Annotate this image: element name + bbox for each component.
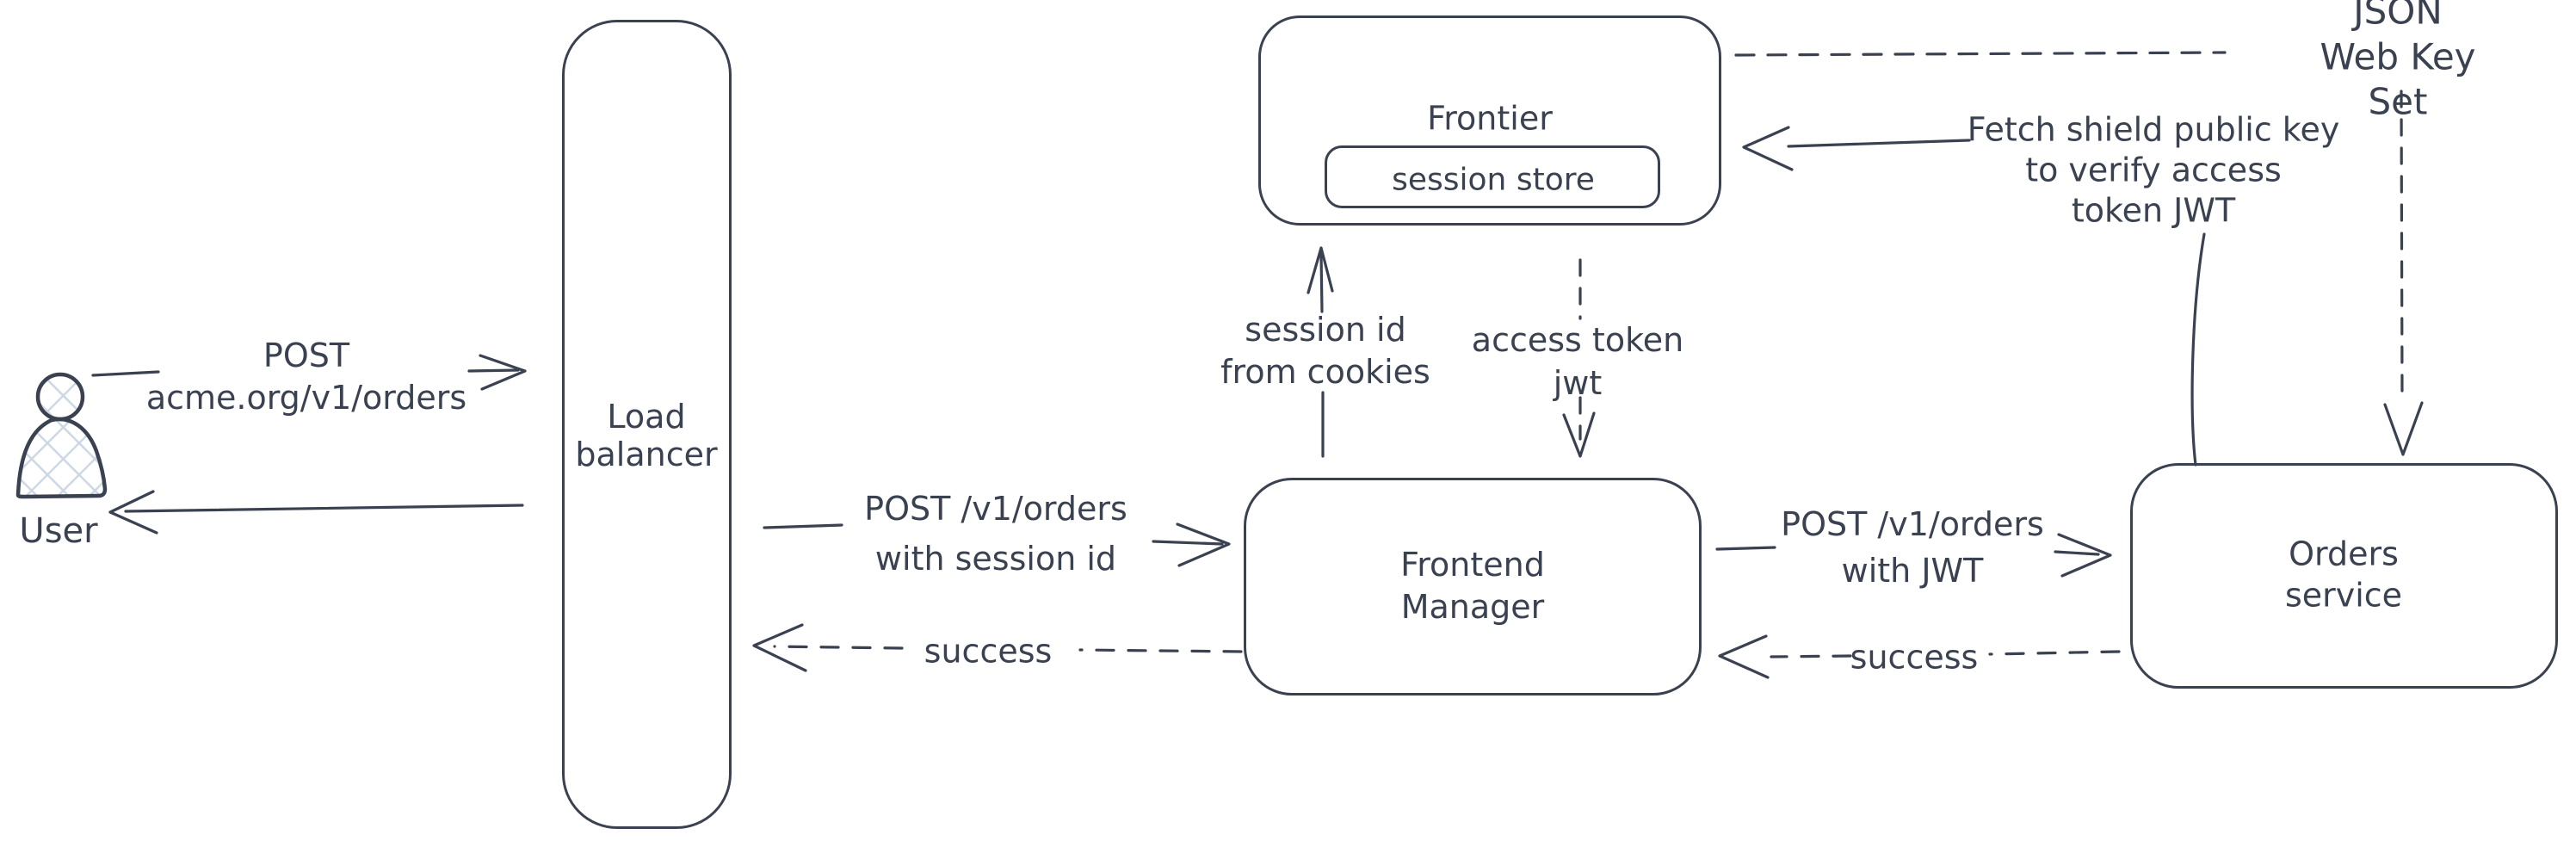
orders-service-box <box>2130 463 2558 689</box>
arrow-frontend-manager-to-load-balancer-success <box>752 623 1243 672</box>
edge-label-session-id-from-cookies: session id from cookies <box>1220 311 1430 391</box>
arrow-orders-service-to-frontier-fetch-key <box>1742 126 2206 467</box>
line-frontier-to-jwks <box>1734 51 2227 57</box>
session-store-box <box>1325 145 1660 208</box>
edge-label-post-with-session-id: POST /v1/orders with session id <box>864 490 1127 578</box>
arrow-frontier-to-frontend-manager-access-token <box>1562 258 1596 458</box>
frontend-manager-label: Frontend Manager <box>1400 546 1545 626</box>
edge-label-success-left: success <box>924 632 1053 671</box>
edge-label-access-token-jwt: access token jwt <box>1471 321 1684 402</box>
orders-service-label: Orders service <box>2284 535 2403 615</box>
edge-label-success-right: success <box>1850 638 1979 677</box>
arrow-load-balancer-to-user <box>108 490 524 535</box>
arrow-orders-service-to-frontend-manager-success <box>1718 634 2121 679</box>
edge-label-post-with-jwt: POST /v1/orders with JWT <box>1781 505 2044 590</box>
user-label: User <box>19 511 98 551</box>
frontier-box <box>1258 15 1721 226</box>
edge-label-fetch-shield-public-key: Fetch shield public key to verify access… <box>1967 110 2340 230</box>
edge-label-json-web-key-set: JSON Web Key Set <box>2320 0 2476 123</box>
frontend-manager-box <box>1244 478 1702 696</box>
edge-label-post-acme-orders: POST acme.org/v1/orders <box>145 337 467 417</box>
load-balancer-box <box>562 20 732 829</box>
user-icon <box>15 372 108 499</box>
session-store-label: session store <box>1392 162 1595 198</box>
arrow-frontend-manager-to-orders-service <box>1715 533 2112 578</box>
arrow-load-balancer-to-frontend-manager <box>763 522 1231 567</box>
arrow-jwks-to-orders-service <box>2383 90 2424 456</box>
load-balancer-label: Load balancer <box>575 398 718 473</box>
frontier-label: Frontier <box>1427 99 1553 138</box>
arrow-frontend-manager-to-frontier-session-id <box>1307 246 1334 458</box>
arrow-user-to-load-balancer <box>91 354 527 391</box>
